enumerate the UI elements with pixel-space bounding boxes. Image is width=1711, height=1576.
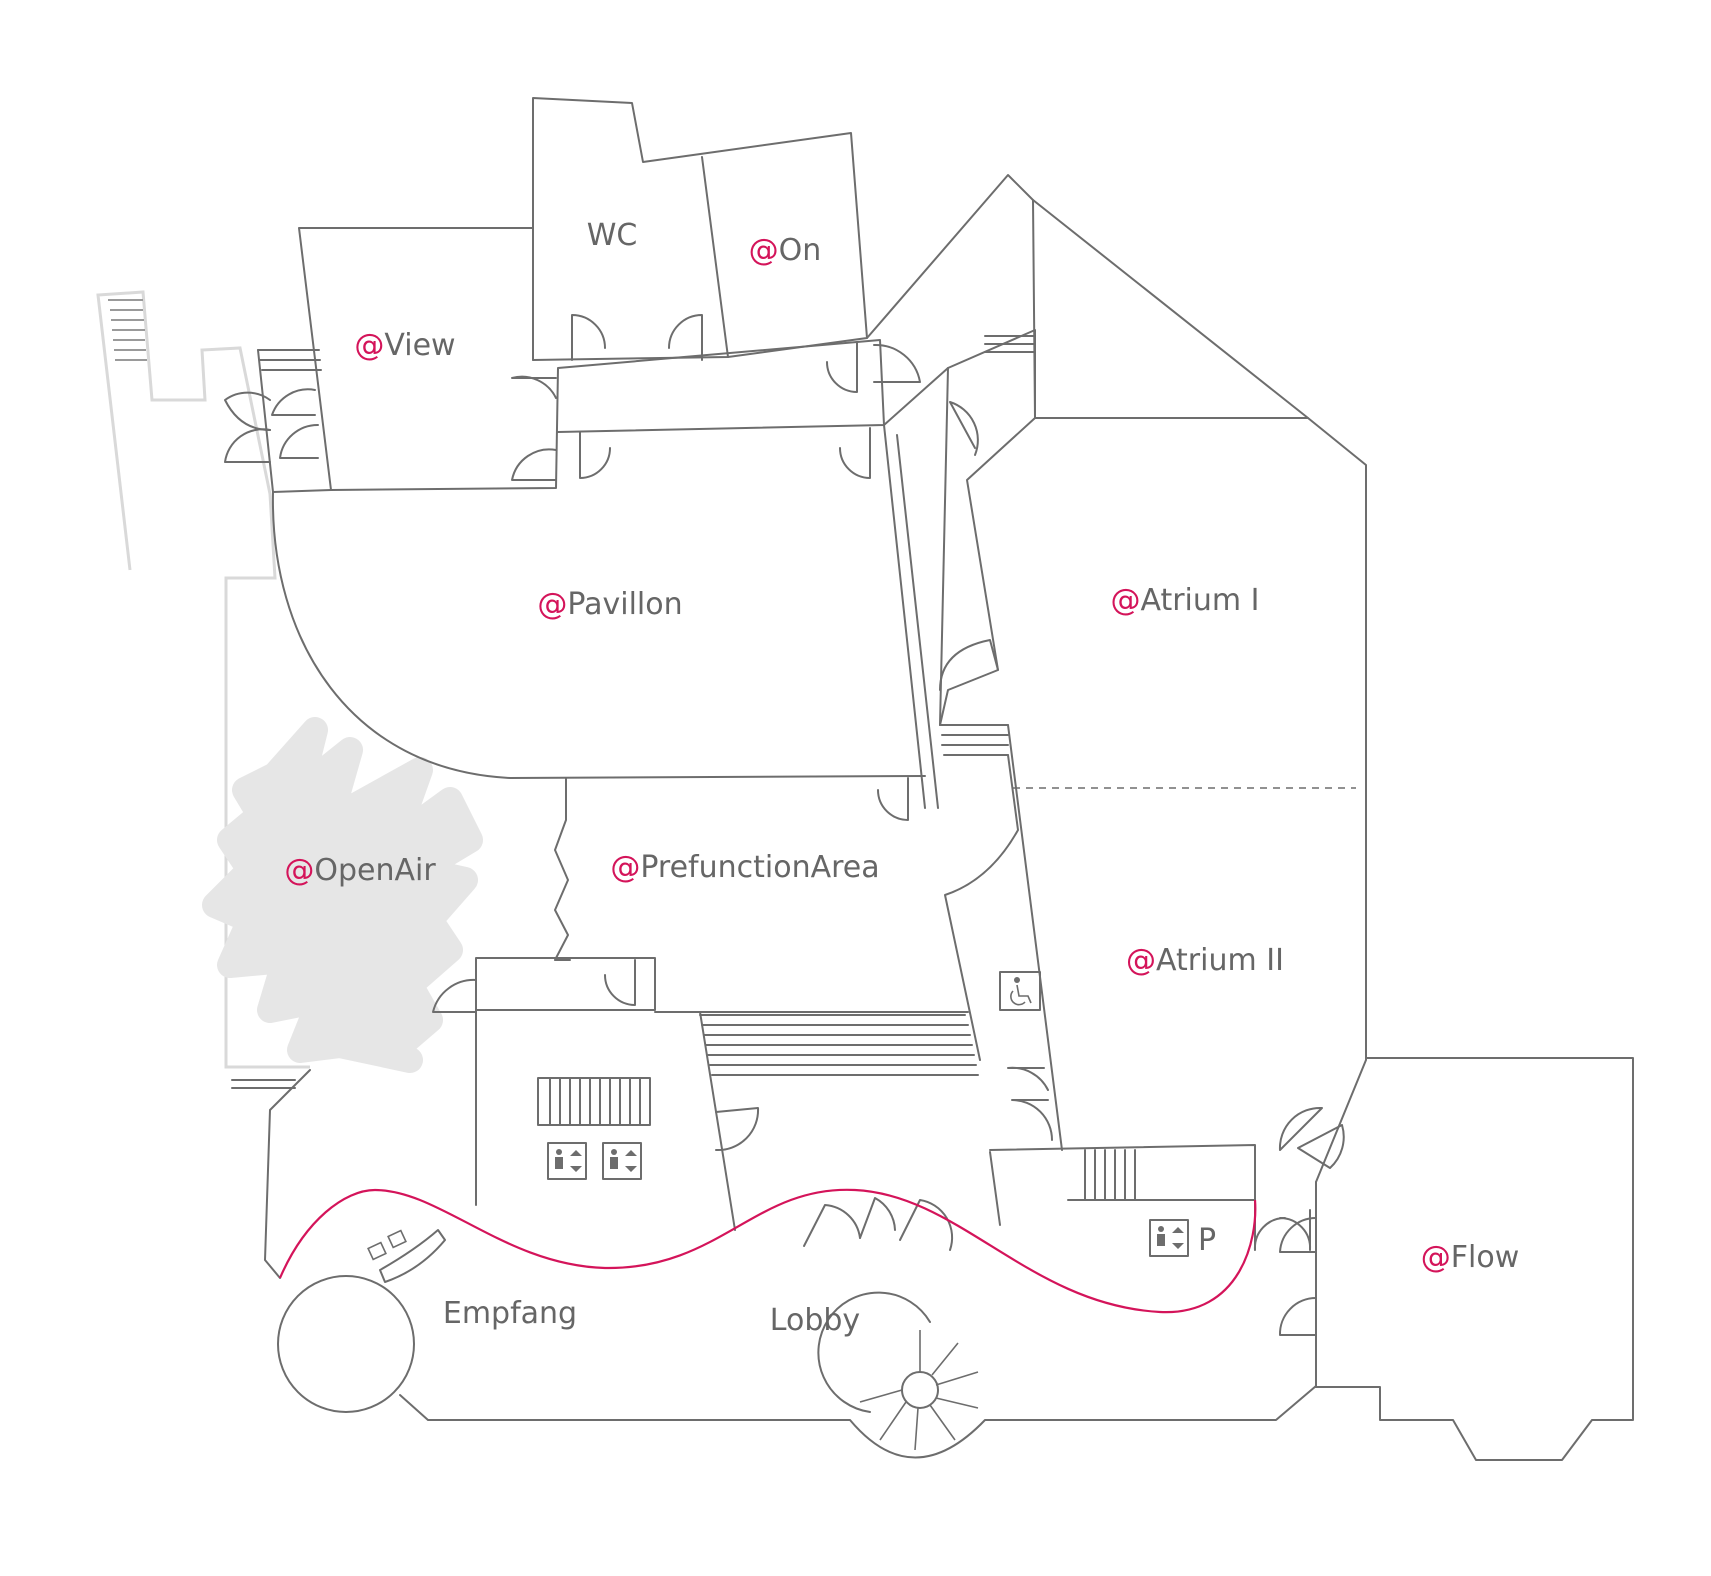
room-label-atrium-2: @Atrium II [1126,943,1284,978]
elevator-icon [547,1142,1189,1257]
room-label-wc: WC [587,218,638,253]
building-walls [231,97,1634,1461]
wheelchair-icon [999,971,1041,1011]
parking-label: P [1198,1223,1216,1258]
room-label-empfang: Empfang [443,1296,577,1331]
openair-area [96,290,483,1073]
door-swing-icon [224,314,1345,1336]
room-label-atrium-1: @Atrium I [1110,583,1259,618]
room-label-prefunction: @PrefunctionArea [610,850,879,885]
room-label-view: @View [354,328,455,363]
room-label-lobby: Lobby [770,1303,860,1338]
room-label-on: @On [749,233,822,268]
room-label-pavillon: @Pavillon [537,587,682,622]
spiral-staircase-icon [817,1291,979,1451]
room-label-flow: @Flow [1421,1240,1519,1275]
highlighted-route [278,1188,1257,1314]
room-label-openair: @OpenAir [284,853,436,888]
